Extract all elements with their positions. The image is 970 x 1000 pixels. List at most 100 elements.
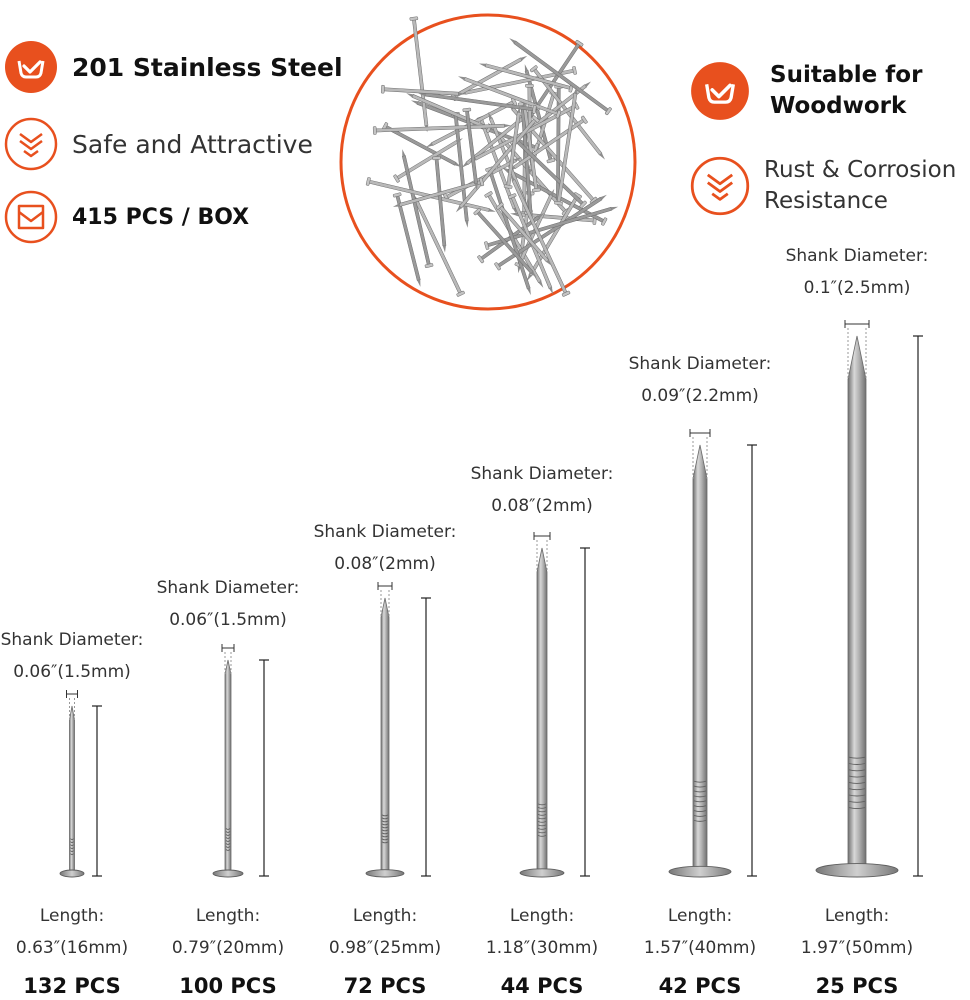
length-value: 0.63″(16mm) [15, 938, 129, 958]
feature-line1: Rust & Corrosion [764, 157, 957, 183]
length-ruler [747, 444, 757, 877]
feature-stainless-steel: 201 Stainless Steel [4, 40, 343, 94]
nail-head [59, 869, 85, 878]
feature-rust-resistance: Rust & Corrosion Resistance [690, 155, 956, 217]
nail-grip-rings [381, 814, 389, 844]
nail-grip-rings [693, 780, 707, 822]
nail-illustration [815, 320, 923, 878]
chevron-shield-icon [690, 156, 750, 216]
piece-count: 100 PCS [179, 974, 277, 998]
length-ruler [259, 659, 269, 877]
length-label: Length: [352, 906, 418, 926]
nail-grip-rings [225, 828, 231, 851]
diameter-bracket [533, 532, 551, 572]
feature-text: Rust & Corrosion Resistance [764, 155, 956, 217]
nail-head [519, 868, 565, 878]
feature-line2: Resistance [764, 188, 888, 214]
pile-nail [462, 107, 478, 191]
pile-nail [392, 192, 421, 287]
nail-grip-rings [537, 803, 547, 837]
length-label: Length: [39, 906, 105, 926]
nail-shank [380, 597, 390, 871]
feature-text: Suitable for Woodwork [770, 60, 922, 122]
pile-nail [509, 38, 612, 116]
feature-pcs-per-box: 415 PCS / BOX [4, 190, 249, 244]
piece-count: 44 PCS [500, 974, 584, 998]
piece-count: 132 PCS [23, 974, 121, 998]
pile-nail [554, 86, 578, 206]
pile-nail [524, 64, 556, 164]
nail-illustration [365, 582, 431, 878]
length-value: 0.98″(25mm) [328, 938, 442, 958]
shank-diameter-value: 0.08″(2mm) [491, 496, 593, 516]
pile-nail [455, 115, 540, 213]
pile-nail [418, 92, 537, 114]
length-ruler [580, 547, 590, 877]
pile-nail [510, 173, 571, 297]
piece-count: 42 PCS [658, 974, 742, 998]
nail-grip-rings [70, 838, 74, 856]
nail-illustration [668, 429, 757, 878]
diameter-bracket [221, 644, 235, 675]
shank-diameter-label: Shank Diameter: [0, 630, 144, 650]
pile-nail [473, 207, 537, 278]
nail-grip-rings [848, 756, 866, 810]
length-value: 1.97″(50mm) [800, 938, 914, 958]
pile-nail [392, 177, 485, 207]
shank-diameter-label: Shank Diameter: [156, 578, 300, 598]
shank-diameter-value: 0.06″(1.5mm) [169, 610, 287, 630]
feature-text: 201 Stainless Steel [72, 52, 343, 82]
nail-illustration [519, 532, 590, 878]
feature-line1: Suitable for [770, 62, 923, 88]
nail-pile-image [338, 12, 638, 312]
diameter-bracket [689, 429, 711, 479]
pile-nail [495, 202, 553, 267]
pile-nail [380, 84, 466, 96]
feature-safe-attractive: Safe and Attractive [4, 117, 313, 171]
pile-nail [522, 98, 541, 193]
length-label: Length: [667, 906, 733, 926]
shank-diameter-label: Shank Diameter: [313, 522, 457, 542]
shank-diameter-label: Shank Diameter: [785, 246, 929, 266]
feature-text: 415 PCS / BOX [72, 204, 250, 230]
pile-nail [494, 194, 607, 271]
length-label: Length: [509, 906, 575, 926]
box-icon [4, 190, 58, 244]
chevron-shield-icon [4, 117, 58, 171]
pile-nail [401, 149, 434, 268]
shank-diameter-value: 0.1″(2.5mm) [803, 278, 911, 298]
length-value: 1.18″(30mm) [485, 938, 599, 958]
length-label: Length: [195, 906, 261, 926]
nail-head [668, 865, 732, 878]
shank-diameter-value: 0.08″(2mm) [334, 554, 436, 574]
length-label: Length: [824, 906, 890, 926]
nail-head [212, 869, 244, 878]
length-ruler [913, 335, 923, 877]
length-value: 1.57″(40mm) [643, 938, 757, 958]
nail-illustration [212, 644, 269, 878]
pile-nail [503, 105, 521, 189]
feature-text: Safe and Attractive [72, 129, 313, 159]
pile-nail [393, 138, 463, 183]
diameter-bracket [377, 582, 393, 618]
length-value: 0.79″(20mm) [171, 938, 285, 958]
check-badge-icon [4, 40, 58, 94]
nail-illustration [59, 690, 102, 878]
shank-diameter-label: Shank Diameter: [628, 354, 772, 374]
pile-nail [432, 156, 447, 253]
pile-nail [372, 123, 512, 135]
shank-diameter-label: Shank Diameter: [470, 464, 614, 484]
length-ruler [92, 705, 102, 877]
diameter-bracket [66, 690, 78, 720]
feature-woodwork: Suitable for Woodwork [690, 60, 922, 122]
feature-line2: Woodwork [770, 93, 907, 119]
check-badge-icon [690, 61, 750, 121]
pile-nail [484, 206, 619, 250]
piece-count: 25 PCS [815, 974, 899, 998]
shank-diameter-value: 0.09″(2.2mm) [641, 386, 759, 406]
diameter-bracket [844, 320, 870, 380]
length-ruler [421, 597, 431, 877]
nail-head [815, 863, 899, 878]
piece-count: 72 PCS [343, 974, 427, 998]
shank-diameter-value: 0.06″(1.5mm) [13, 662, 131, 682]
